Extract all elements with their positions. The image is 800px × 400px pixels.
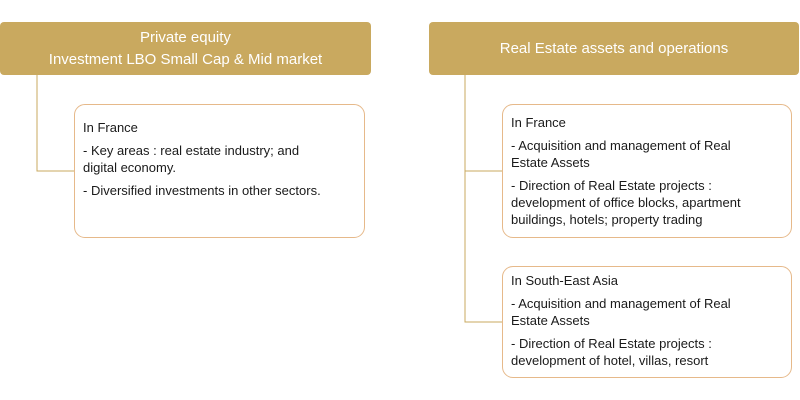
real-estate-france-box: In France - Acquisition and management o… bbox=[502, 104, 792, 238]
list-item-continuation: buildings, hotels; property trading bbox=[511, 212, 703, 227]
connector-right-trunk bbox=[464, 75, 502, 323]
list-item-continuation: digital economy. bbox=[83, 160, 176, 175]
private-equity-france-box: In France - Key areas : real estate indu… bbox=[74, 104, 365, 238]
connector-left bbox=[36, 75, 74, 172]
list-item: - Key areas : real estate industry; and bbox=[83, 143, 300, 158]
box-title: In France bbox=[511, 115, 566, 130]
private-equity-header: Private equity Investment LBO Small Cap … bbox=[0, 22, 371, 75]
private-equity-title: Private equity bbox=[140, 28, 231, 46]
list-item-continuation: development of hotel, villas, resort bbox=[511, 353, 709, 368]
real-estate-south-east-asia-box: In South-East Asia - Acquisition and man… bbox=[502, 266, 792, 378]
list-item: - Diversified investments in other secto… bbox=[83, 183, 321, 198]
real-estate-title: Real Estate assets and operations bbox=[499, 39, 729, 57]
list-item-continuation: Estate Assets bbox=[511, 313, 590, 328]
list-item: - Direction of Real Estate projects : bbox=[511, 336, 712, 351]
box-title: In France bbox=[83, 120, 138, 135]
box-title: In South-East Asia bbox=[511, 273, 618, 288]
list-item: - Direction of Real Estate projects : bbox=[511, 178, 712, 193]
real-estate-header: Real Estate assets and operations bbox=[429, 22, 799, 75]
list-item-continuation: Estate Assets bbox=[511, 155, 590, 170]
list-item: - Acquisition and management of Real bbox=[511, 138, 731, 153]
list-item-continuation: development of office blocks, apartment bbox=[511, 195, 741, 210]
list-item: - Acquisition and management of Real bbox=[511, 296, 731, 311]
private-equity-subtitle: Investment LBO Small Cap & Mid market bbox=[48, 50, 323, 68]
